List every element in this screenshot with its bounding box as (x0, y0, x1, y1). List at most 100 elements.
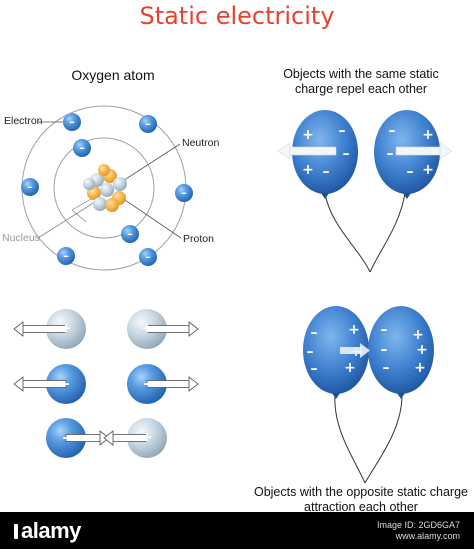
plus-sign: + (302, 127, 314, 143)
minus-sign: – (127, 228, 133, 241)
balloon-string (369, 192, 406, 273)
balloon-string (324, 192, 371, 273)
image-code: Image ID: 2GD6GA7 www.alamy.com (377, 520, 460, 542)
attract-caption: Objects with the opposite static charge … (244, 485, 474, 515)
plus-sign: + (142, 431, 153, 446)
electron: – (121, 225, 139, 243)
balloon-left (303, 306, 369, 394)
electron: – (63, 113, 81, 131)
atom-diagram: –––––––– (21, 105, 193, 271)
proton-label: Proton (183, 233, 214, 245)
plus-sign: + (348, 322, 360, 338)
brand-name: alamy (21, 518, 81, 543)
minus-sign: – (63, 376, 70, 392)
plus-sign: + (414, 360, 426, 376)
proton (98, 164, 110, 176)
minus-sign: – (27, 181, 33, 194)
repel-arrow-right (395, 142, 453, 160)
plus-sign: + (142, 322, 153, 337)
minus-sign: – (145, 251, 151, 264)
proton-leader-line (121, 197, 182, 239)
image-id: Image ID: 2GD6GA7 (376, 520, 460, 530)
attracting-balloons: –+–+–+–+–+–+ (303, 306, 434, 484)
attract-caption-line2: attraction each other (304, 500, 418, 514)
minus-sign: – (389, 123, 396, 139)
minus-sign: – (307, 344, 314, 360)
attract-caption-line1: Objects with the opposite static charge (253, 485, 468, 499)
minus-sign: – (343, 146, 350, 162)
minus-sign: – (407, 164, 414, 180)
minus-sign: – (181, 187, 187, 200)
minus-sign: – (63, 250, 69, 263)
repel-charges: +–+–––+–+– (302, 123, 434, 180)
brand-logo: alamy (14, 518, 81, 544)
atom-heading: Oxygen atom (71, 67, 155, 83)
repel-caption-line2: charge repel each other (294, 82, 428, 96)
nucleus-cluster (83, 164, 127, 212)
neutron (113, 177, 127, 191)
minus-sign: – (381, 342, 388, 358)
plus-sign: + (422, 127, 434, 143)
logo-mark-icon (14, 524, 18, 539)
wedge-line (71, 209, 87, 223)
neutron (83, 178, 95, 190)
minus-sign: – (387, 146, 394, 162)
balloon-knot (321, 193, 329, 199)
arrow-left (13, 376, 67, 392)
charge-pairs: + + – – – + (13, 309, 199, 458)
minus-sign: – (339, 123, 346, 139)
neutron-label: Neutron (182, 137, 220, 149)
repel-arrow-left (277, 142, 337, 160)
attract-charges: –+–+–+–+–+–+ (307, 322, 428, 377)
minus-sign: – (144, 376, 151, 392)
balloon-knot (397, 393, 405, 399)
nucleus-leader-line (37, 199, 99, 239)
watermark-bar: alamy Image ID: 2GD6GA7 www.alamy.com (0, 512, 474, 549)
plus-sign: + (61, 322, 72, 337)
repel-caption: Objects with the same static charge repe… (262, 67, 460, 97)
minus-sign: – (311, 361, 318, 377)
arrow-right (146, 321, 199, 337)
nucleus-label: Nucleus (2, 232, 40, 244)
balloon-string (334, 394, 366, 484)
repelling-balloons: +–+–––+–+– (277, 110, 453, 273)
plus-sign: + (302, 162, 314, 178)
plus-sign: + (422, 162, 434, 178)
electrons: –––––––– (21, 113, 193, 266)
arrow-right (146, 376, 199, 392)
attract-arrow-right (340, 343, 370, 358)
balloon-right (368, 306, 434, 394)
electron: – (139, 115, 157, 133)
minus-sign: – (79, 142, 85, 155)
plus-sign: + (344, 360, 356, 376)
minus-sign: – (383, 360, 390, 376)
electron: – (21, 178, 39, 196)
minus-sign: – (63, 430, 70, 446)
minus-sign: – (311, 325, 318, 341)
proton (105, 198, 119, 212)
neutron (93, 197, 107, 211)
page-title: Static electricity (139, 2, 335, 30)
arrow-left (13, 321, 67, 337)
electron-label: Electron (4, 115, 43, 127)
minus-sign: – (69, 116, 75, 129)
minus-sign: – (381, 322, 388, 338)
electron: – (175, 184, 193, 202)
plus-sign: + (416, 342, 428, 358)
arrow-left (103, 430, 148, 446)
plus-sign: + (412, 327, 424, 343)
electron: – (57, 247, 75, 265)
neutron (100, 183, 114, 197)
site-url: www.alamy.com (395, 531, 460, 541)
electron: – (139, 248, 157, 266)
balloon-knot (332, 393, 340, 399)
inner-orbit (53, 137, 155, 239)
diagram-svg: –––––––– ++–––+ +–+–––+–+– (13, 105, 453, 484)
balloon-knot (403, 193, 411, 199)
minus-sign: – (323, 164, 330, 180)
balloon-string (364, 394, 403, 484)
minus-sign: – (145, 118, 151, 131)
neutron-leader-line (114, 143, 181, 187)
repel-caption-line1: Objects with the same static (283, 67, 439, 81)
